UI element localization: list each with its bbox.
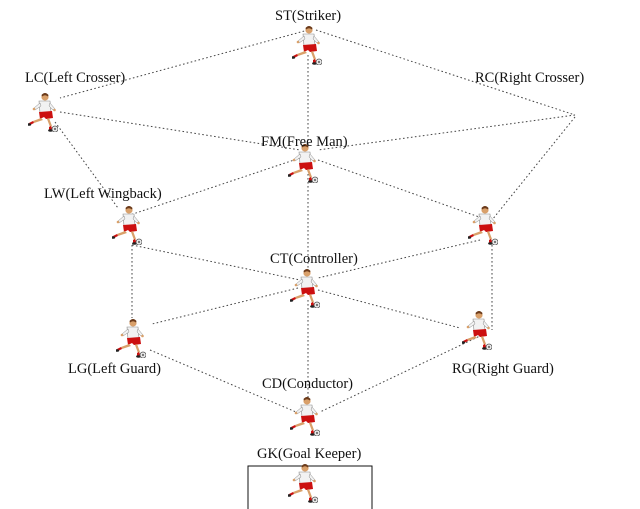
label-fm: FM(Free Man): [261, 134, 348, 150]
label-lw: LW(Left Wingback): [44, 186, 162, 202]
player-st: [292, 25, 322, 65]
link-rg-cd: [319, 334, 483, 413]
label-rg: RG(Right Guard): [452, 361, 554, 377]
label-ct: CT(Controller): [270, 251, 358, 267]
link-lg-cd: [149, 349, 297, 413]
player-lw: [112, 205, 142, 245]
player-ct: [290, 268, 320, 308]
player-lg: [116, 318, 146, 358]
link-lc-lw: [54, 121, 119, 209]
player-lc: [28, 92, 58, 132]
link-rc-fm: [317, 114, 576, 151]
label-lg: LG(Left Guard): [68, 361, 161, 377]
link-rc-rw: [491, 116, 576, 221]
link-st-rc: [315, 29, 576, 116]
link-lw-ct: [131, 244, 301, 281]
player-rg: [462, 310, 492, 350]
link-st-lc: [59, 29, 309, 99]
connection-lines: [54, 29, 576, 413]
link-fm-lw: [129, 157, 301, 216]
label-rc: RC(Right Crosser): [475, 70, 584, 86]
link-lc-fm: [59, 111, 301, 151]
label-st: ST(Striker): [275, 8, 341, 24]
players: [28, 25, 498, 503]
link-fm-rw: [317, 159, 483, 219]
link-ct-lg: [151, 287, 299, 325]
link-ct-rg: [317, 289, 461, 329]
position-labels: ST(Striker) LC(Left Crosser) RC(Right Cr…: [25, 8, 584, 462]
label-gk: GK(Goal Keeper): [257, 446, 361, 462]
player-gk: [288, 463, 318, 503]
label-cd: CD(Conductor): [262, 376, 353, 392]
goal-box: [247, 465, 373, 509]
label-lc: LC(Left Crosser): [25, 70, 125, 86]
player-cd: [290, 396, 320, 436]
player-rw: [468, 205, 498, 245]
